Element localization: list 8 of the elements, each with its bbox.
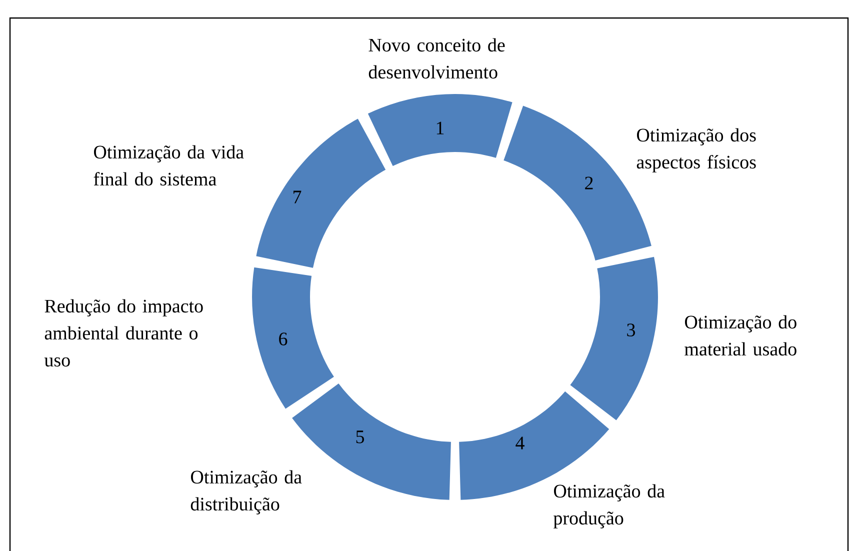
segment-label: Otimização da vida final do sistema bbox=[94, 145, 244, 186]
ring-segment: 3 bbox=[570, 256, 658, 420]
segment-label: Otimização do material usado bbox=[684, 315, 796, 356]
segment-label: Novo conceito de desenvolvimento bbox=[368, 38, 505, 79]
segment-label: Redução do impacto ambiental durante o uso bbox=[44, 299, 203, 367]
ring-segment: 6 bbox=[252, 267, 334, 409]
ring-segment: 1 bbox=[368, 94, 512, 166]
ring-segment: 7 bbox=[256, 118, 386, 268]
